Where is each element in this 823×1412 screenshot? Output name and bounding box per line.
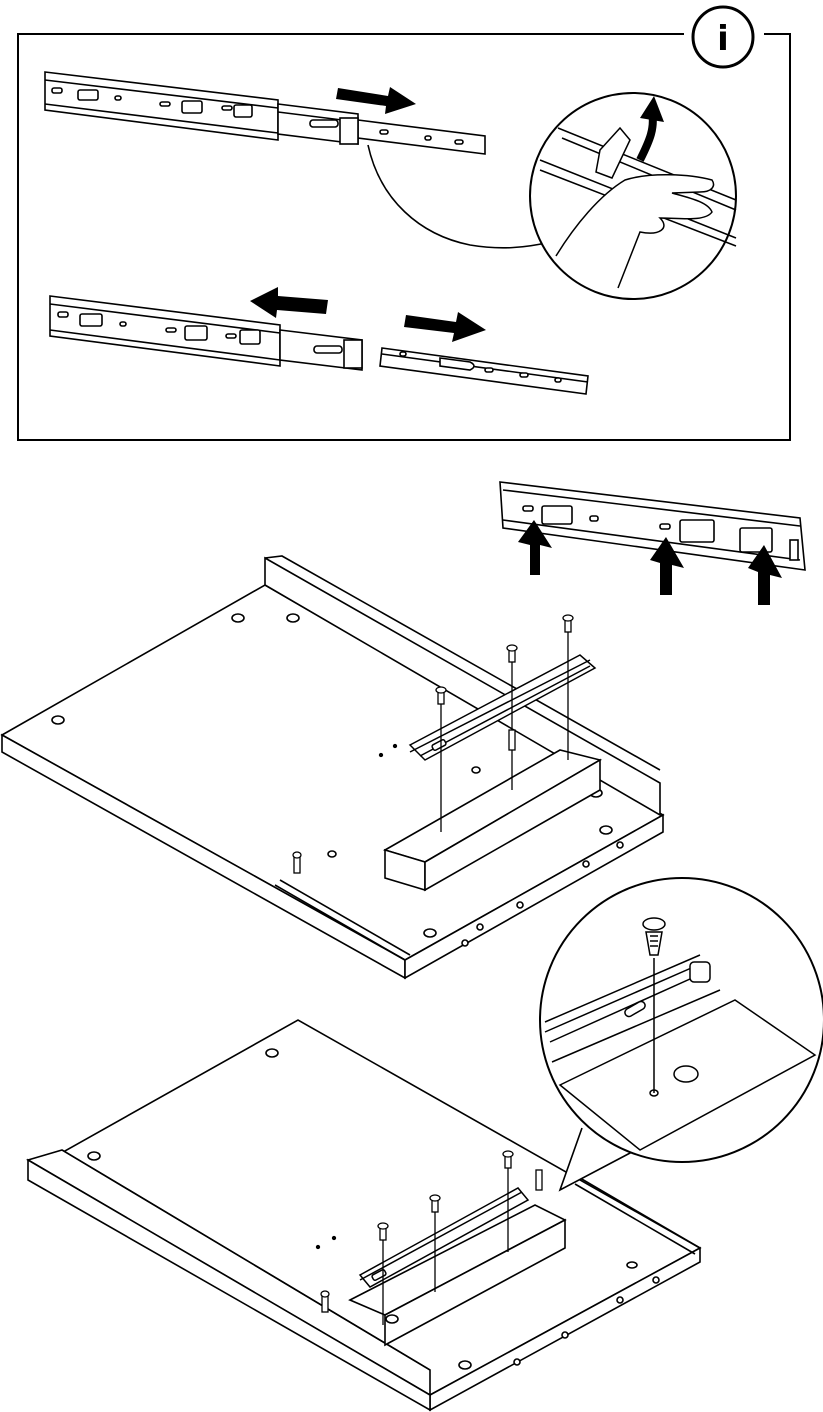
callout-connector [367,144,551,249]
screws-2 [315,1150,543,1325]
arrow-right-icon [404,312,486,342]
screws-1 [292,614,574,874]
info-panel: i [17,5,791,441]
info-icon: i [691,5,755,69]
rail-extended [44,71,486,155]
rail-separated [49,295,589,395]
arrow-right-icon [336,87,416,114]
drawer-rail-standalone [499,481,806,571]
rail-mounted-1 [408,654,597,761]
drawer-bottom-panel-2 [25,1019,702,1412]
rail-mounted-2 [358,1187,530,1288]
arrow-up-icon [518,520,782,605]
info-letter: i [717,19,729,59]
drawer-bottom-panel-1 [0,555,665,980]
detail-circle-release-lever [529,92,737,300]
detail-circle-screw [539,877,823,1192]
arrow-left-icon [250,287,328,318]
